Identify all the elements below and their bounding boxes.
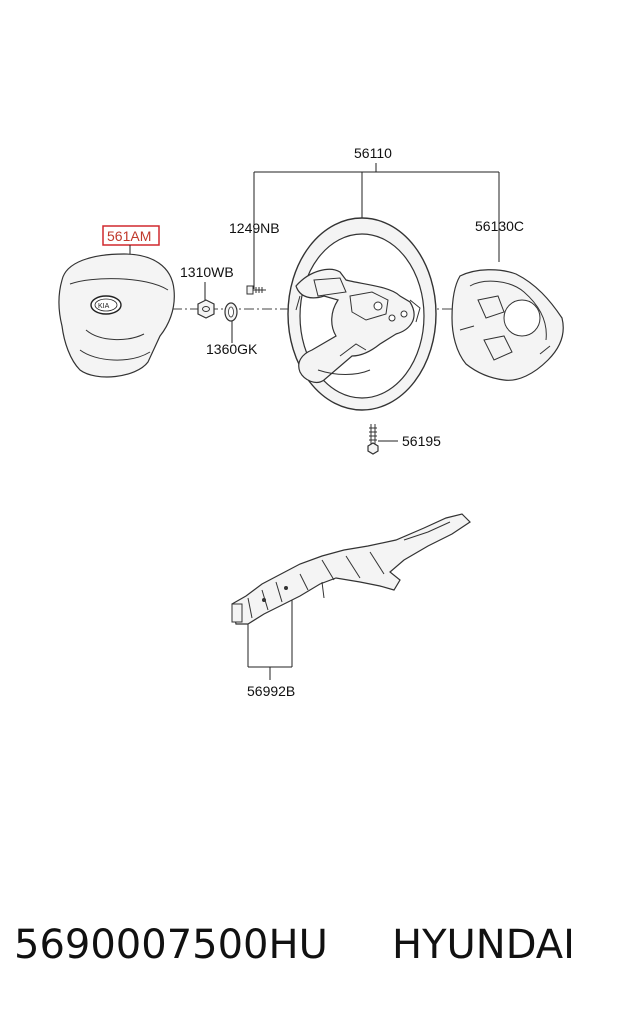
leader-lines [129, 163, 500, 680]
label-1310WB: 1310WB [180, 264, 234, 280]
washer-part [224, 302, 238, 322]
steering-wheel[interactable] [287, 217, 437, 411]
nut-part [197, 299, 215, 319]
label-56110: 56110 [354, 145, 392, 161]
brand-name: HYUNDAI [392, 922, 575, 968]
svg-text:KIA: KIA [98, 303, 110, 310]
label-561AM[interactable]: 561AM [107, 228, 151, 244]
label-56992B: 56992B [247, 683, 295, 699]
label-1360GK: 1360GK [206, 341, 258, 357]
label-56195: 56195 [402, 433, 441, 449]
screw-part [367, 424, 379, 455]
highlight-box [102, 225, 160, 246]
part-number: 5690007500HU [14, 922, 328, 968]
label-56130C: 56130C [475, 218, 524, 234]
steering-column-bracket[interactable] [231, 513, 471, 625]
bolt-part [246, 285, 266, 295]
airbag-module[interactable]: KIA [58, 253, 175, 378]
rear-cover[interactable] [451, 269, 564, 381]
